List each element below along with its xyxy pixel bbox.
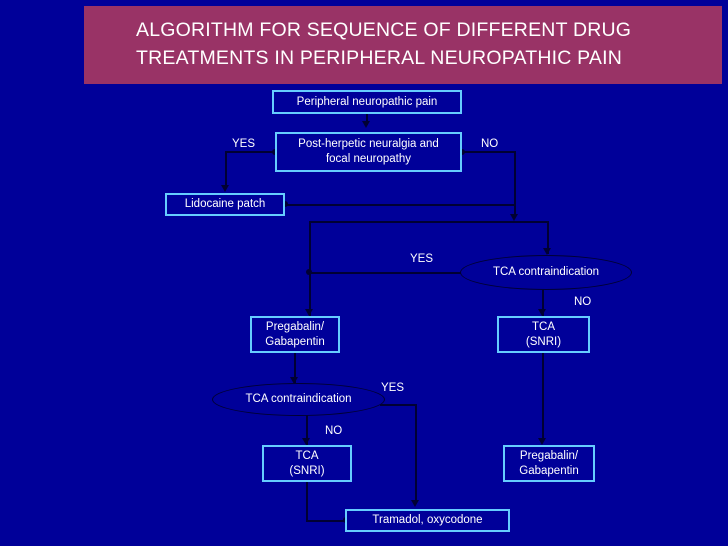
connector-yes-left-vertical bbox=[225, 151, 227, 187]
arrowhead-pnp-to-postherpetic bbox=[362, 121, 370, 128]
branch-label-no-top-right: NO bbox=[481, 138, 499, 150]
branch-label-yes-lower: YES bbox=[381, 382, 405, 394]
connector-ellipse1-yes bbox=[309, 272, 461, 274]
connector-pnp-to-postherpetic bbox=[366, 113, 368, 125]
connector-ellipse2-yes-horizontal bbox=[380, 404, 417, 406]
node-tca-snri-right[interactable]: TCA (SNRI) bbox=[497, 316, 590, 353]
node-tca-contraindication-1[interactable]: TCA contraindication bbox=[460, 255, 632, 290]
arrowhead-to-ellipse2 bbox=[290, 377, 298, 384]
connector-yes-left-horizontal bbox=[225, 151, 277, 153]
connector-tcabottom-right bbox=[306, 520, 348, 522]
node-tramadol-oxycodone[interactable]: Tramadol, oxycodone bbox=[345, 509, 510, 532]
arrowhead-bus-right-to-ellipse bbox=[543, 248, 551, 255]
connector-pregabalin-to-ellipse2 bbox=[294, 353, 296, 383]
junction-dot-postherpetic-right bbox=[459, 149, 465, 155]
node-tca-snri-bottom[interactable]: TCA (SNRI) bbox=[262, 445, 352, 482]
connector-bus-right-leg bbox=[547, 221, 549, 254]
connector-ellipse1-no bbox=[542, 290, 544, 316]
junction-dot-ellipse1-yes bbox=[306, 269, 312, 275]
branch-label-no-lower: NO bbox=[325, 425, 343, 437]
connector-ellipse2-no bbox=[306, 415, 308, 445]
node-pregabalin-gabapentin-left[interactable]: Pregabalin/ Gabapentin bbox=[250, 316, 340, 353]
title-banner: ALGORITHM FOR SEQUENCE OF DIFFERENT DRUG… bbox=[84, 6, 722, 84]
connector-lidocaine-merge bbox=[285, 204, 516, 206]
arrowhead-ellipse2-no bbox=[302, 438, 310, 445]
connector-tcabottom-down bbox=[306, 482, 308, 521]
node-post-herpetic-neuralgia[interactable]: Post-herpetic neuralgia and focal neurop… bbox=[275, 132, 462, 172]
connector-tcaright-to-pregabalin bbox=[542, 353, 544, 441]
junction-dot-lidocaine-out bbox=[282, 201, 288, 207]
arrowhead-ellipse2-yes-to-tramadol bbox=[411, 500, 419, 507]
branch-label-yes-mid: YES bbox=[410, 253, 434, 265]
connector-bus-bar bbox=[309, 221, 549, 223]
branch-label-yes-top-left: YES bbox=[232, 138, 256, 150]
connector-bus-left-leg bbox=[309, 221, 311, 316]
connector-no-right-horizontal bbox=[462, 151, 516, 153]
branch-label-no-mid-right: NO bbox=[574, 296, 592, 308]
arrowhead-bus-left-to-pregabalin bbox=[305, 309, 313, 316]
node-tca-contraindication-2[interactable]: TCA contraindication bbox=[212, 383, 385, 416]
node-peripheral-neuropathic-pain[interactable]: Peripheral neuropathic pain bbox=[272, 90, 462, 114]
arrowhead-to-lidocaine bbox=[221, 185, 229, 192]
node-lidocaine-patch[interactable]: Lidocaine patch bbox=[165, 193, 285, 216]
node-pregabalin-gabapentin-right[interactable]: Pregabalin/ Gabapentin bbox=[503, 445, 595, 482]
arrowhead-no-right bbox=[510, 214, 518, 221]
page-title: ALGORITHM FOR SEQUENCE OF DIFFERENT DRUG… bbox=[136, 19, 632, 69]
connector-no-right-vertical bbox=[514, 151, 516, 217]
connector-ellipse2-yes-vertical bbox=[415, 404, 417, 502]
arrowhead-tcaright-to-pregabalin bbox=[538, 438, 546, 445]
arrowhead-ellipse1-no bbox=[538, 309, 546, 316]
